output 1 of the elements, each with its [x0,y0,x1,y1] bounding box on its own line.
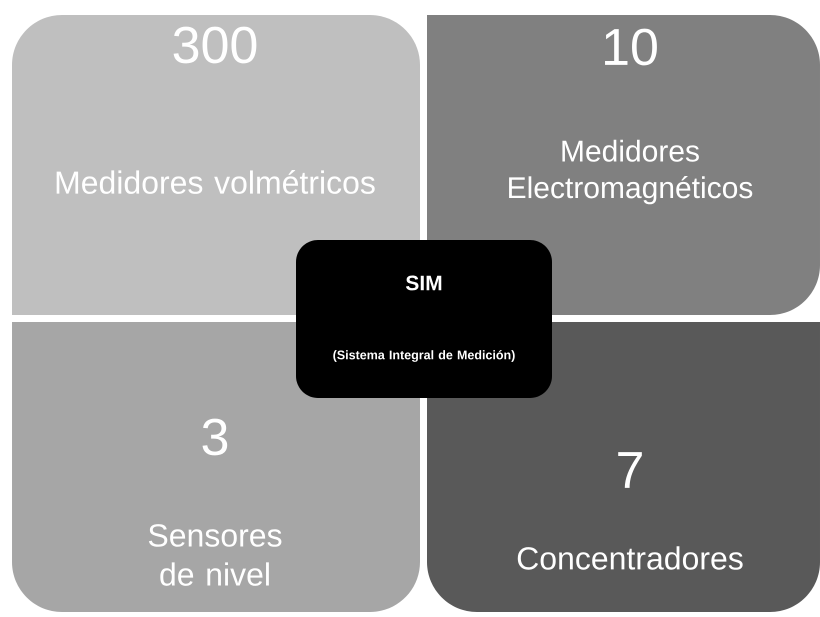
center-box: SIM (Sistema Integral de Medición) [296,240,552,398]
